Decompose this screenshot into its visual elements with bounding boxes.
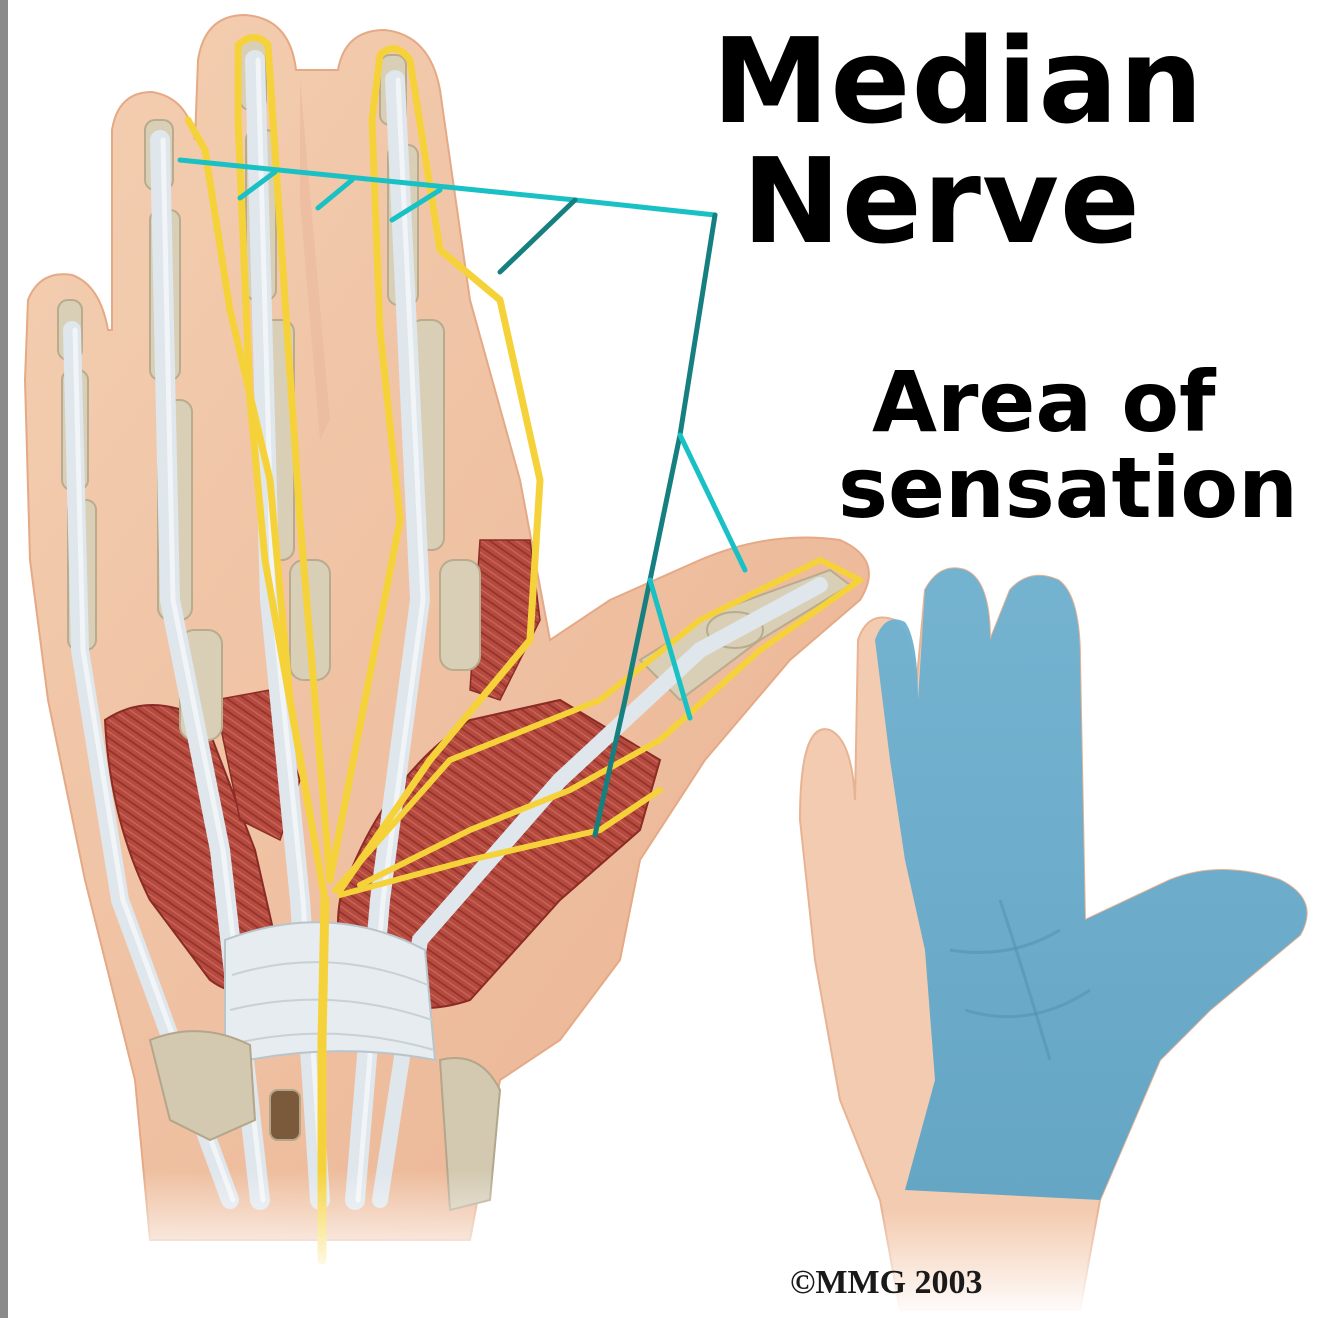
sensation-area xyxy=(875,568,1307,1200)
forearm-fade xyxy=(120,1170,540,1280)
label-area-of: Area of xyxy=(872,360,1216,444)
transverse-carpal-ligament xyxy=(225,922,435,1065)
sensation-hand xyxy=(800,568,1307,1318)
leader-line-dark-segment xyxy=(500,200,575,272)
leader-line-thumb-tip xyxy=(680,435,745,570)
title-median: Median xyxy=(712,22,1204,140)
label-sensation: sensation xyxy=(838,446,1298,530)
title-nerve: Nerve xyxy=(742,142,1141,260)
copyright-notice: ©MMG 2003 xyxy=(790,1266,983,1300)
